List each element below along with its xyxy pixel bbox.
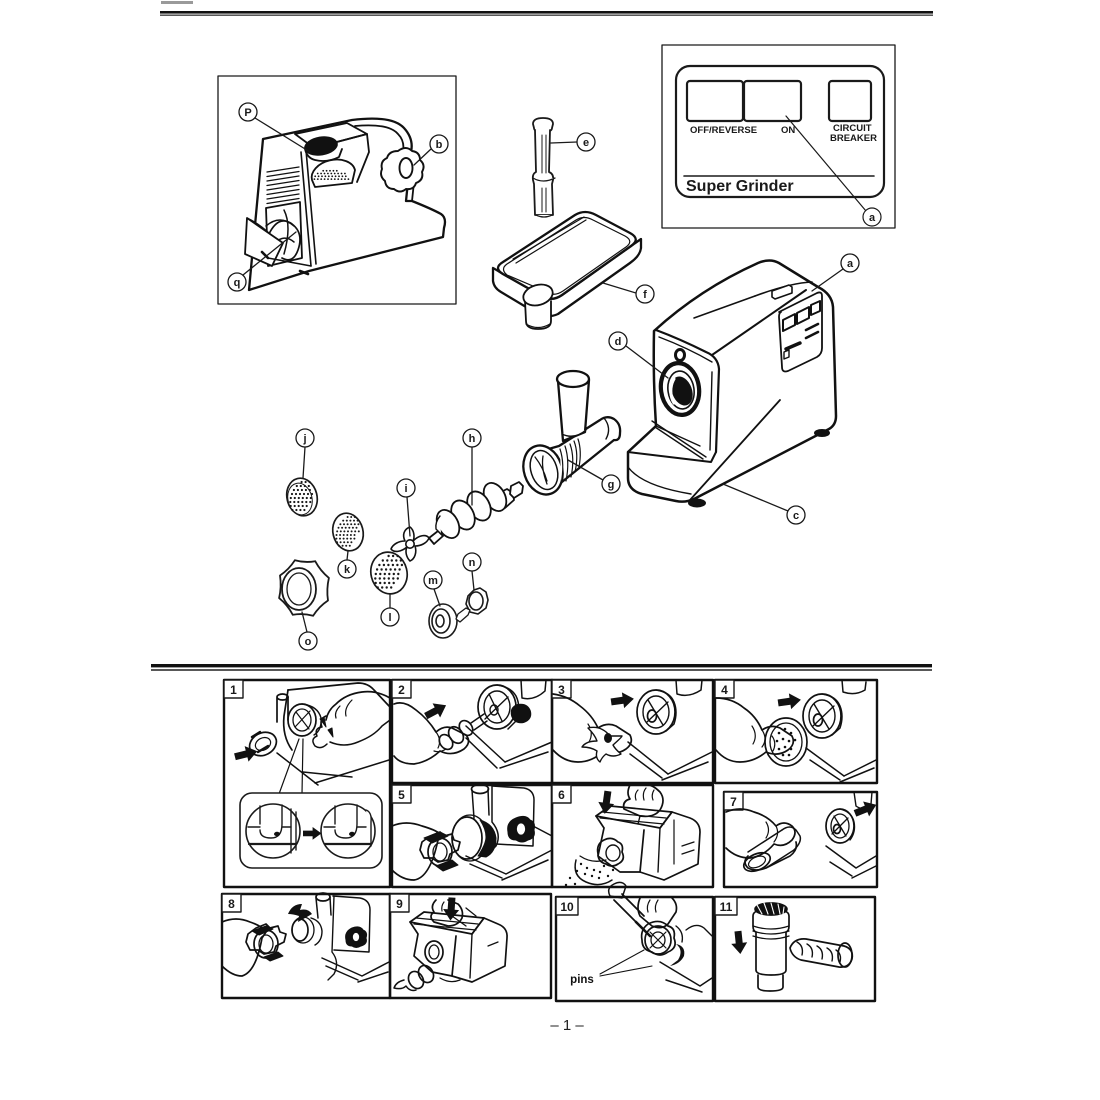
svg-text:o: o <box>305 636 312 648</box>
svg-text:e: e <box>583 137 589 149</box>
svg-text:6: 6 <box>558 788 565 802</box>
svg-text:BREAKER: BREAKER <box>830 133 877 144</box>
svg-text:1: 1 <box>230 683 237 697</box>
svg-text:b: b <box>436 139 443 151</box>
svg-text:q: q <box>234 277 241 289</box>
svg-text:11: 11 <box>720 900 733 914</box>
svg-text:Super Grinder: Super Grinder <box>686 178 794 195</box>
svg-text:3: 3 <box>558 683 565 697</box>
svg-text:OFF/REVERSE: OFF/REVERSE <box>690 125 757 136</box>
svg-text:k: k <box>344 564 351 576</box>
svg-text:7: 7 <box>730 795 737 809</box>
svg-text:a: a <box>869 212 876 224</box>
svg-text:a: a <box>847 258 854 270</box>
svg-text:f: f <box>643 289 647 301</box>
svg-text:l: l <box>388 612 391 624</box>
svg-text:i: i <box>404 483 407 495</box>
svg-text:ON: ON <box>781 125 795 136</box>
svg-text:8: 8 <box>228 897 235 911</box>
svg-text:– 1 –: – 1 – <box>550 1017 584 1034</box>
svg-text:h: h <box>469 433 476 445</box>
svg-text:CIRCUIT: CIRCUIT <box>833 123 872 134</box>
svg-text:P: P <box>244 107 251 119</box>
svg-text:2: 2 <box>398 683 405 697</box>
svg-text:pins: pins <box>570 974 594 986</box>
svg-text:10: 10 <box>560 900 574 914</box>
svg-text:j: j <box>302 433 306 445</box>
svg-text:9: 9 <box>396 897 403 911</box>
svg-text:n: n <box>469 557 476 569</box>
svg-text:d: d <box>615 336 622 348</box>
svg-text:5: 5 <box>398 788 405 802</box>
svg-text:c: c <box>793 510 799 522</box>
svg-text:g: g <box>608 479 615 491</box>
svg-text:m: m <box>428 575 438 587</box>
svg-text:4: 4 <box>721 683 728 697</box>
